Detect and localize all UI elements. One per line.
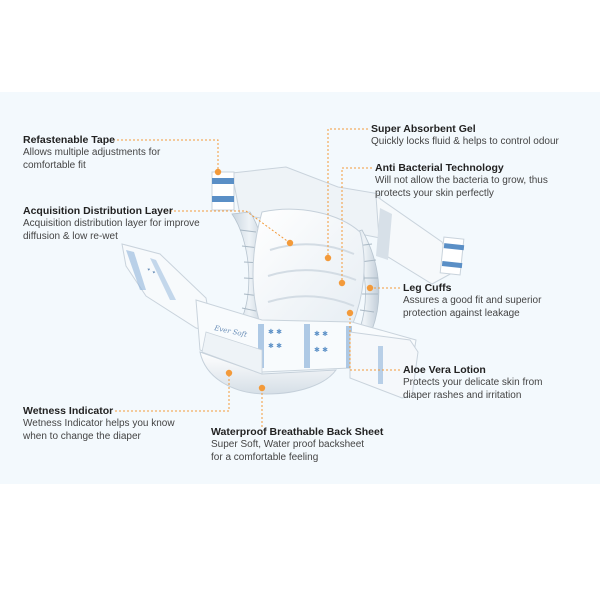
callout-title: Anti Bacterial Technology (375, 162, 504, 174)
callout-desc-line: Quickly locks fluid & helps to control o… (371, 136, 559, 147)
callout-desc-line: protection against leakage (403, 307, 520, 319)
callout-title: Waterproof Breathable Back Sheet (211, 426, 384, 438)
marker-back-sheet (258, 384, 266, 392)
svg-text:✱ ✱: ✱ ✱ (314, 330, 328, 338)
callout-desc-line: Super Soft, Water proof backsheet (211, 439, 365, 450)
marker-wetness-indicator (225, 369, 233, 377)
callout-desc-line: Acquisition distribution layer for impro… (23, 218, 200, 229)
callout-wetness-indicator: Wetness Indicator Wetness Indicator help… (23, 405, 213, 443)
callout-title: Leg Cuffs (403, 282, 452, 294)
callout-super-absorbent-gel: Super Absorbent Gel Quickly locks fluid … (371, 123, 596, 149)
right-front-wing (349, 331, 419, 399)
svg-text:✱ ✱: ✱ ✱ (314, 346, 328, 354)
left-front-wing: ✦ ✦ (121, 243, 213, 333)
leader-lines (113, 128, 400, 427)
callout-refastenable-tape: Refastenable Tape Allows multiple adjust… (23, 134, 213, 172)
callout-desc-line: for a comfortable feeling (211, 451, 319, 463)
callout-desc-line: diaper rashes and irritation (403, 389, 522, 401)
callout-title: Refastenable Tape (23, 134, 116, 146)
callout-desc-line: Assures a good fit and superior (403, 295, 542, 306)
callout-desc-line: protects your skin perfectly (375, 187, 494, 199)
callout-aloe-vera-lotion: Aloe Vera Lotion Protects your delicate … (403, 364, 593, 402)
absorbent-core (252, 208, 365, 331)
callout-desc-line: Allows multiple adjustments for (23, 147, 161, 158)
svg-text:✦ ✦: ✦ ✦ (145, 266, 157, 276)
back-sheet (199, 331, 338, 395)
svg-text:✱ ✱: ✱ ✱ (268, 328, 282, 336)
callout-title: Acquisition Distribution Layer (23, 205, 173, 217)
marker-refastenable-tape (214, 168, 222, 176)
callout-leg-cuffs: Leg Cuffs Assures a good fit and superio… (403, 282, 593, 320)
callout-desc-line: Protects your delicate skin from (403, 377, 543, 388)
callout-title: Wetness Indicator (23, 405, 114, 417)
right-tape (439, 236, 465, 276)
marker-aloe-vera (346, 309, 354, 317)
callout-anti-bacterial-technology: Anti Bacterial Technology Will not allow… (375, 162, 595, 200)
svg-text:✱ ✱: ✱ ✱ (268, 342, 282, 350)
left-tape (211, 171, 235, 211)
marker-super-absorbent-gel (324, 254, 332, 262)
marker-acquisition-layer (286, 239, 294, 247)
callout-desc-line: diffusion & low re-wet (23, 230, 118, 242)
callout-title: Super Absorbent Gel (371, 123, 476, 135)
callout-title: Aloe Vera Lotion (403, 364, 486, 376)
callout-desc-line: Will not allow the bacteria to grow, thu… (375, 175, 548, 186)
callout-desc-line: when to change the diaper (23, 430, 141, 442)
callout-desc-line: comfortable fit (23, 159, 86, 171)
marker-anti-bacterial (338, 279, 346, 287)
callout-desc-line: Wetness Indicator helps you know (23, 418, 175, 429)
callout-acquisition-distribution-layer: Acquisition Distribution Layer Acquisiti… (23, 205, 233, 243)
marker-leg-cuffs (366, 284, 374, 292)
callout-markers (214, 168, 374, 392)
callout-waterproof-back-sheet: Waterproof Breathable Back Sheet Super S… (211, 426, 411, 464)
